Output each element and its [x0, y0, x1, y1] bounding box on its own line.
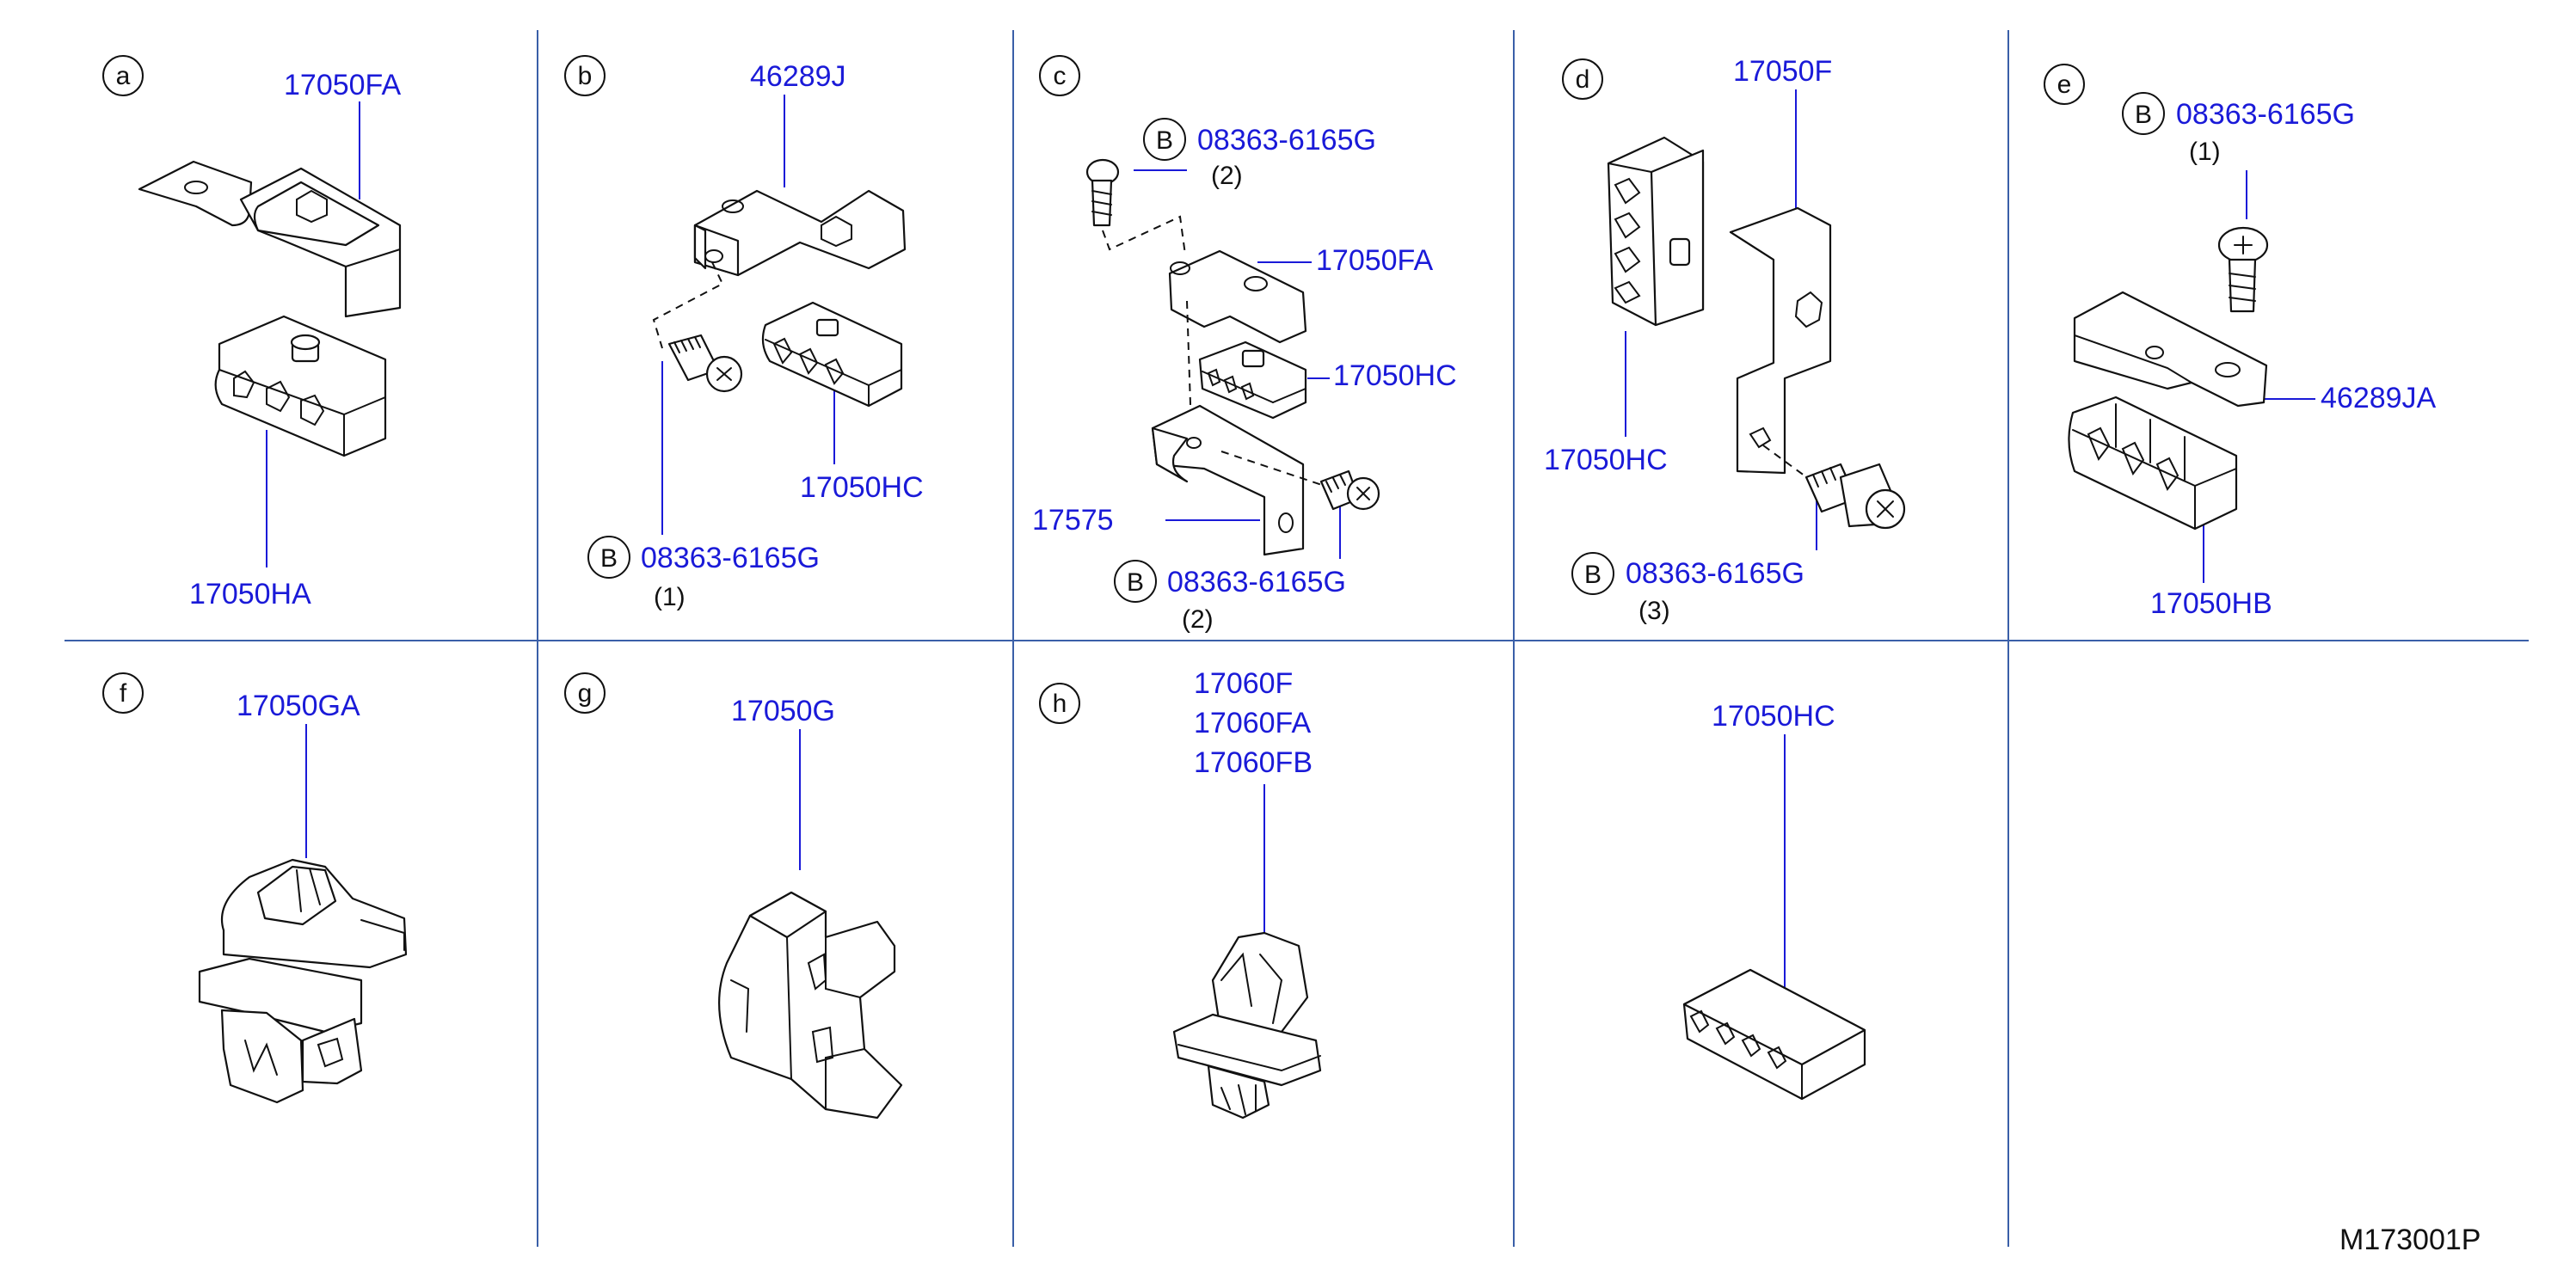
panel-letter: h: [1053, 690, 1067, 718]
bolt-drawing: [1085, 158, 1186, 255]
svg-text:B: B: [1156, 126, 1173, 155]
bolt-marker: [1114, 560, 1157, 603]
bolt-part-number[interactable]: 08363-6165G: [641, 542, 820, 574]
quantity: (1): [654, 583, 685, 611]
quantity: (2): [1211, 162, 1243, 190]
bolt-drawing: [1804, 463, 1906, 530]
part-number[interactable]: 17050GA: [237, 690, 360, 722]
panel-grid: [65, 30, 2529, 1247]
part-number[interactable]: 17050FA: [1316, 244, 1433, 277]
bracket-drawing: [1168, 249, 1307, 431]
panel-c: c B 08363-6165G (2) 17050FA 17050HC 1757…: [1032, 55, 1457, 634]
clip-drawing: [1682, 968, 1866, 1101]
bolt-part-number[interactable]: 08363-6165G: [1167, 566, 1346, 598]
panel-letter-circle: [102, 672, 144, 714]
bracket-17575-drawing: [1151, 404, 1325, 556]
clip-drawing: [1172, 931, 1322, 1120]
panel-g: g 17050G: [564, 672, 903, 1120]
bolt-drawing: [667, 334, 743, 393]
drawing-code: M173001P: [2339, 1224, 2481, 1256]
part-number[interactable]: 17050F: [1733, 55, 1832, 88]
panel-letter: c: [1054, 62, 1067, 90]
part-number[interactable]: 17050HB: [2150, 587, 2272, 620]
part-number[interactable]: 46289JA: [2321, 382, 2437, 414]
part-number[interactable]: 17060FA: [1194, 707, 1311, 739]
part-number[interactable]: 17050HC: [1333, 359, 1457, 392]
panel-b: b 46289J 17050HC B 08363-6165G (1): [564, 55, 924, 611]
bolt-part-number[interactable]: 08363-6165G: [1626, 557, 1804, 590]
panel-d: d 17050F 17050HC B 08363-6165G (3): [1544, 55, 1906, 625]
clip-drawing: [1198, 340, 1307, 420]
bracket-drawing: [2073, 291, 2268, 408]
svg-text:B: B: [600, 544, 618, 573]
bracket-drawing: [652, 189, 907, 349]
panel-letter-circle: [564, 55, 606, 96]
part-number[interactable]: 17575: [1032, 504, 1114, 537]
panel-letter-circle: [564, 672, 606, 714]
bolt-marker: [2122, 92, 2165, 135]
clip-drawing: [2068, 396, 2238, 531]
panel-letter-circle: [102, 55, 144, 96]
bolt-part-number[interactable]: 08363-6165G: [2176, 98, 2355, 131]
bolt-marker: [1143, 118, 1186, 161]
panel-letter: e: [2057, 71, 2072, 99]
panel-h: h 17060F 17060FA 17060FB: [1039, 667, 1322, 1120]
bracket-drawing: [138, 160, 402, 318]
bracket-drawing: [1729, 206, 1832, 484]
panel-letter-circle: [2044, 64, 2085, 105]
panel-letter-circle: [1039, 683, 1080, 724]
part-number[interactable]: 17050HA: [189, 578, 311, 610]
part-number[interactable]: 46289J: [750, 60, 846, 93]
panel-e: e B 08363-6165G (1) 46289JA 17050HB: [2044, 64, 2437, 620]
bolt-marker: [1571, 552, 1614, 595]
svg-text:B: B: [2135, 101, 2152, 129]
panel-letter-circle: [1039, 55, 1080, 96]
part-number[interactable]: 17050HC: [1544, 444, 1668, 476]
part-number[interactable]: 17050G: [731, 695, 835, 727]
part-number[interactable]: 17060F: [1194, 667, 1293, 700]
panel-letter-circle: [1562, 58, 1603, 100]
clip-drawing: [718, 891, 903, 1120]
svg-text:B: B: [1584, 561, 1602, 589]
panel-9: 17050HC: [1682, 700, 1866, 1101]
bolt-drawing: [2217, 226, 2269, 313]
panel-f: f 17050GA: [102, 672, 408, 1104]
panel-letter: a: [116, 62, 131, 90]
quantity: (3): [1638, 597, 1670, 625]
clip-drawing: [761, 301, 903, 408]
bolt-part-number[interactable]: 08363-6165G: [1197, 124, 1376, 156]
clip-drawing: [214, 315, 387, 457]
panel-a: a 17050FA 17050HA: [102, 55, 402, 610]
bolt-marker: [587, 536, 630, 579]
part-number[interactable]: 17050FA: [284, 69, 401, 101]
panel-letter: f: [120, 679, 127, 708]
clip-drawing: [1607, 136, 1705, 327]
clip-drawing: [198, 858, 408, 1104]
panel-letter: d: [1576, 65, 1590, 94]
bolt-drawing: [1319, 469, 1380, 511]
svg-text:B: B: [1127, 568, 1144, 597]
part-number[interactable]: 17060FB: [1194, 746, 1313, 779]
panel-letter: b: [578, 62, 593, 90]
part-number[interactable]: 17050HC: [1712, 700, 1835, 733]
panel-letter: g: [578, 679, 593, 708]
quantity: (2): [1182, 605, 1214, 634]
part-number[interactable]: 17050HC: [800, 471, 924, 504]
quantity: (1): [2189, 138, 2221, 166]
